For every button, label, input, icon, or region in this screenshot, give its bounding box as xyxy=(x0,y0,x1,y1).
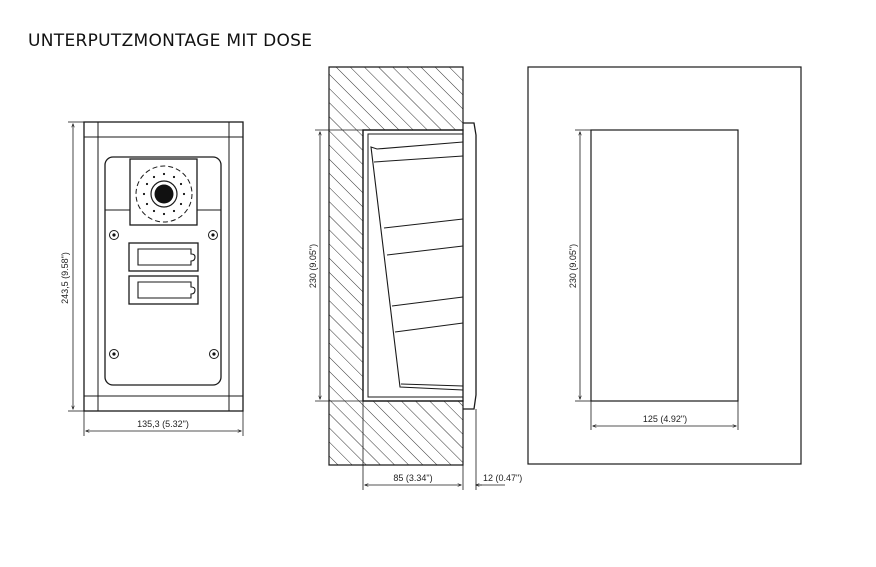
front-plate xyxy=(104,156,222,386)
screw-bottom-right xyxy=(209,349,219,359)
screw-bottom-left xyxy=(109,349,119,359)
frame-profile xyxy=(463,122,477,410)
section-depth-label: 85 (3.34") xyxy=(393,473,432,483)
front-outer-frame xyxy=(83,121,244,412)
cutout-height-label: 230 (9.05") xyxy=(568,244,578,288)
call-button-2 xyxy=(128,275,199,305)
front-dimensions xyxy=(68,121,244,436)
call-button-1 xyxy=(128,242,199,272)
front-height-label: 243,5 (9.58") xyxy=(60,252,70,304)
front-width-label: 135,3 (5.32") xyxy=(137,419,189,429)
section-view xyxy=(328,66,477,466)
page-title: UNTERPUTZMONTAGE MIT DOSE xyxy=(28,31,313,51)
section-frame-label: 12 (0.47") xyxy=(483,473,522,483)
wall-hatch xyxy=(328,66,464,466)
cutout-opening xyxy=(590,129,739,402)
mounting-box xyxy=(362,129,464,402)
wall-cutout-view xyxy=(527,66,802,465)
inner-module xyxy=(370,141,464,391)
screw-top-left xyxy=(109,230,119,240)
cutout-dimensions xyxy=(575,129,739,430)
screw-top-right xyxy=(208,230,218,240)
camera-icon xyxy=(135,165,193,223)
wall-outline xyxy=(527,66,802,465)
section-dimensions xyxy=(315,129,505,490)
camera-module xyxy=(129,158,198,226)
section-height-label: 230 (9.05") xyxy=(308,244,318,288)
cutout-width-label: 125 (4.92") xyxy=(643,414,687,424)
front-view xyxy=(83,121,244,412)
